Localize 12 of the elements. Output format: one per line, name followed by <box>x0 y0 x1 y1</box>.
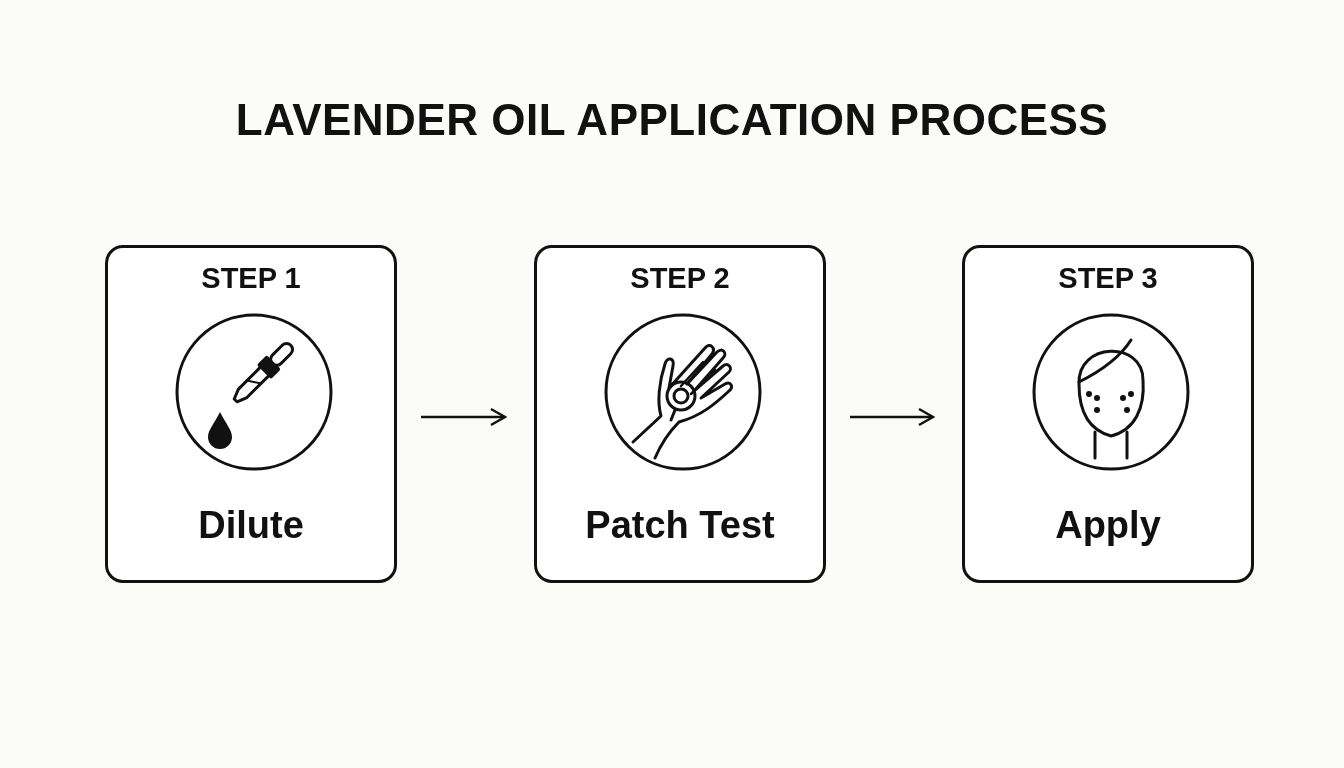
step-card <box>962 245 1254 583</box>
step-label: Patch Test <box>585 504 775 546</box>
diagram-title: LAVENDER OIL APPLICATION PROCESS <box>234 95 1110 145</box>
step-card <box>105 245 397 583</box>
step-number: STEP 1 <box>201 262 301 294</box>
step-card <box>534 245 826 583</box>
step-number: STEP 2 <box>630 262 730 294</box>
step-label: Apply <box>1055 504 1161 546</box>
arrow <box>850 407 935 427</box>
step-label: Dilute <box>198 504 304 546</box>
step-number: STEP 3 <box>1058 262 1158 294</box>
arrow <box>421 407 507 427</box>
